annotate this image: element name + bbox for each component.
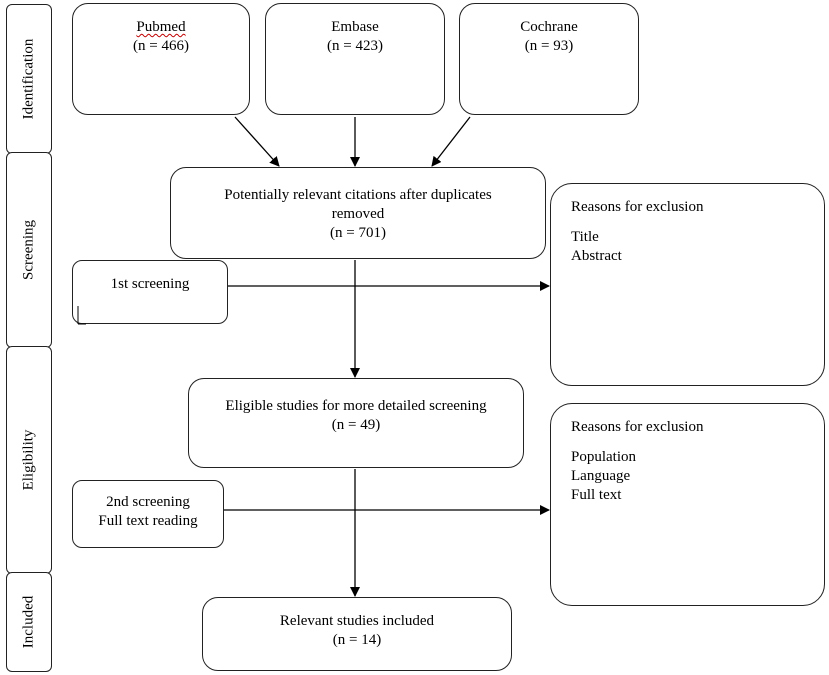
eligible-line1: Eligible studies for more detailed scree…	[225, 398, 487, 414]
after-duplicates-line1: Potentially relevant citations after dup…	[224, 187, 492, 203]
exclusion-1-title: Reasons for exclusion	[571, 199, 704, 215]
included-line1: Relevant studies included	[279, 613, 435, 629]
source-pubmed-count: (n = 466)	[133, 38, 189, 54]
exclusion-1-item: Abstract	[571, 248, 622, 264]
second-screening-box: 2nd screening Full text reading	[72, 480, 224, 548]
source-cochrane-name: Cochrane	[520, 19, 578, 35]
exclusion-1-item: Title	[571, 229, 599, 245]
stage-screening: Screening	[6, 152, 52, 348]
after-duplicates-count: (n = 701)	[330, 225, 386, 241]
first-screening-label: 1st screening	[110, 276, 190, 292]
source-embase-box: Embase (n = 423)	[265, 3, 445, 115]
exclusion-2-item: Population	[571, 449, 637, 465]
eligible-box: Eligible studies for more detailed scree…	[188, 378, 524, 468]
after-duplicates-line2: removed	[331, 206, 385, 222]
source-embase-name: Embase	[331, 19, 379, 35]
source-embase-count: (n = 423)	[327, 38, 383, 54]
second-screening-line1: 2nd screening	[106, 494, 190, 510]
after-duplicates-box: Potentially relevant citations after dup…	[170, 167, 546, 259]
arrow-cochrane-to-duplicates	[431, 116, 471, 167]
exclusion-2-item: Full text	[571, 487, 622, 503]
eligible-count: (n = 49)	[331, 417, 381, 433]
first-screening-box: 1st screening	[72, 260, 228, 324]
source-pubmed-box: Pubmed (n = 466)	[72, 3, 250, 115]
exclusion-box-2: Reasons for exclusion Population Languag…	[550, 403, 825, 606]
arrow-pubmed-to-duplicates	[234, 116, 280, 167]
included-count: (n = 14)	[332, 632, 382, 648]
included-box: Relevant studies included (n = 14)	[202, 597, 512, 671]
second-screening-line2: Full text reading	[98, 513, 198, 529]
exclusion-2-title: Reasons for exclusion	[571, 419, 704, 435]
source-pubmed-name: Pubmed	[136, 19, 186, 35]
stage-included: Included	[6, 572, 52, 672]
source-cochrane-count: (n = 93)	[524, 38, 574, 54]
source-cochrane-box: Cochrane (n = 93)	[459, 3, 639, 115]
stage-identification: Identification	[6, 4, 52, 154]
exclusion-box-1: Reasons for exclusion Title Abstract	[550, 183, 825, 386]
exclusion-2-item: Language	[571, 468, 631, 484]
